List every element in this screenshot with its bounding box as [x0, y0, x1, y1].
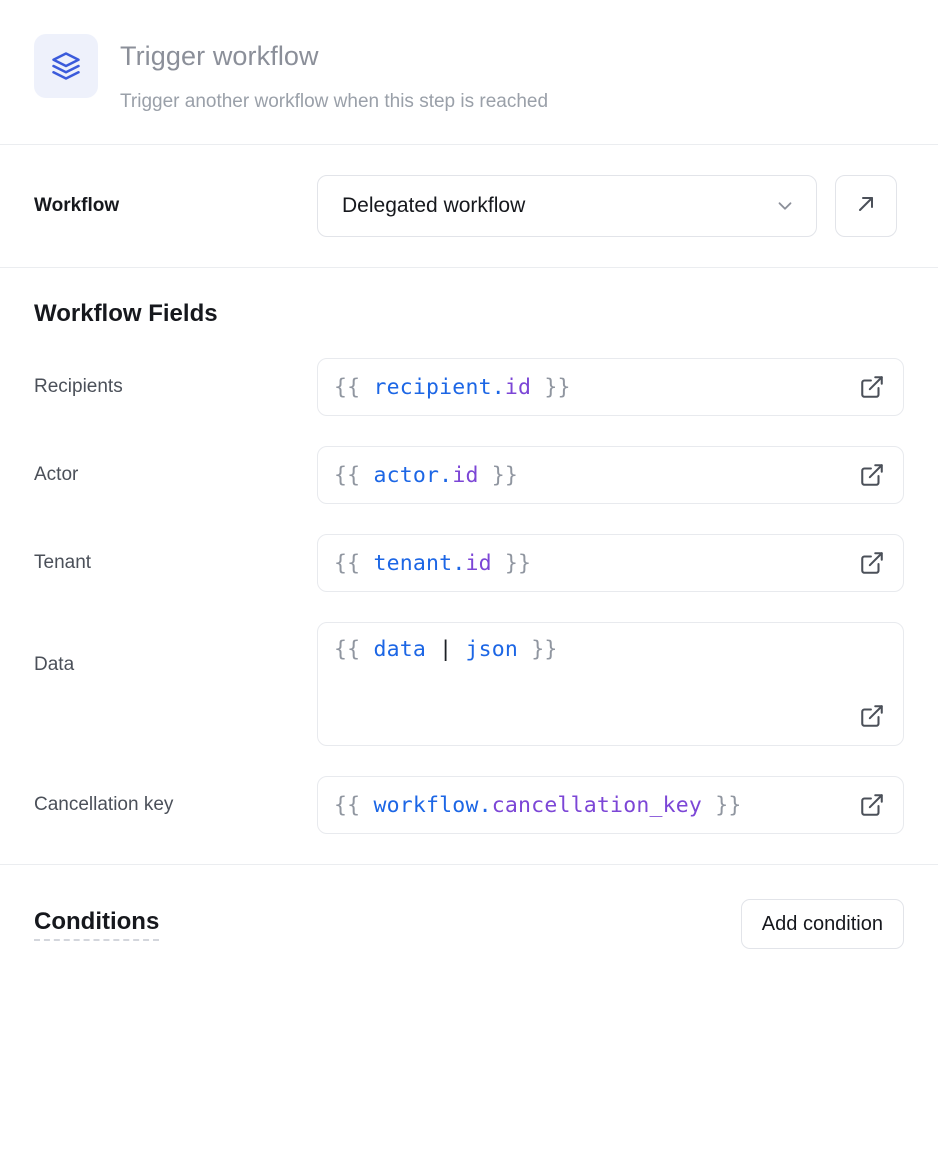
- fields-list: Recipients {{ recipient.id }} Actor {{ acto…: [34, 358, 904, 835]
- arrow-up-right-icon: [854, 192, 878, 221]
- field-label: Recipients: [34, 376, 123, 398]
- workflow-fields-title: Workflow Fields: [34, 300, 218, 328]
- field-value-code: {{ data | json }}: [334, 637, 558, 663]
- open-workflow-button[interactable]: [835, 175, 897, 238]
- divider-fields: [0, 864, 938, 866]
- chevron-down-icon: [774, 195, 796, 217]
- field-value-code: {{ tenant.id }}: [334, 550, 532, 576]
- field-label: Tenant: [34, 552, 92, 574]
- field-input-tenant[interactable]: {{ tenant.id }}: [317, 534, 904, 593]
- field-input-data[interactable]: {{ data | json }}: [317, 622, 904, 747]
- field-value-code: {{ actor.id }}: [334, 462, 519, 488]
- external-link-icon[interactable]: [855, 546, 889, 580]
- conditions-section: Conditions Add condition: [0, 865, 938, 983]
- workflow-select-value: Delegated workflow: [342, 194, 526, 218]
- field-label: Actor: [34, 464, 79, 486]
- field-value-code: {{ workflow.cancellation_key }}: [334, 792, 742, 818]
- field-row: Actor {{ actor.id }}: [34, 446, 904, 505]
- layers-icon: [34, 34, 98, 98]
- field-label: Data: [34, 654, 75, 676]
- workflow-row: Workflow Delegated workflow: [34, 175, 904, 238]
- panel-header: Trigger workflow Trigger another workflo…: [0, 0, 938, 144]
- page-title: Trigger workflow: [120, 41, 319, 71]
- conditions-title: Conditions: [34, 908, 160, 941]
- workflow-select[interactable]: Delegated workflow: [317, 175, 817, 238]
- workflow-label: Workflow: [34, 195, 120, 217]
- field-row: Cancellation key {{ workflow.cancellation…: [34, 776, 904, 835]
- field-value-code: {{ recipient.id }}: [334, 374, 571, 400]
- external-link-icon[interactable]: [855, 788, 889, 822]
- field-label: Cancellation key: [34, 794, 174, 816]
- field-row: Recipients {{ recipient.id }}: [34, 358, 904, 417]
- field-input-cancellation-key[interactable]: {{ workflow.cancellation_key }}: [317, 776, 904, 835]
- external-link-icon[interactable]: [855, 370, 889, 404]
- workflow-select-section: Workflow Delegated workflow: [0, 145, 938, 267]
- page-subtitle: Trigger another workflow when this step …: [120, 90, 549, 112]
- divider-header: [0, 144, 938, 146]
- external-link-icon[interactable]: [855, 458, 889, 492]
- field-row: Data {{ data | json }}: [34, 622, 904, 747]
- external-link-icon[interactable]: [855, 699, 889, 733]
- add-condition-button[interactable]: Add condition: [740, 899, 904, 950]
- field-input-actor[interactable]: {{ actor.id }}: [317, 446, 904, 505]
- workflow-control-group: Delegated workflow: [317, 175, 904, 238]
- workflow-fields-section: Workflow Fields Recipients {{ recipient.i…: [0, 268, 938, 864]
- field-input-recipients[interactable]: {{ recipient.id }}: [317, 358, 904, 417]
- field-row: Tenant {{ tenant.id }}: [34, 534, 904, 593]
- divider-workflow: [0, 267, 938, 269]
- header-text-block: Trigger workflow Trigger another workflo…: [120, 34, 548, 114]
